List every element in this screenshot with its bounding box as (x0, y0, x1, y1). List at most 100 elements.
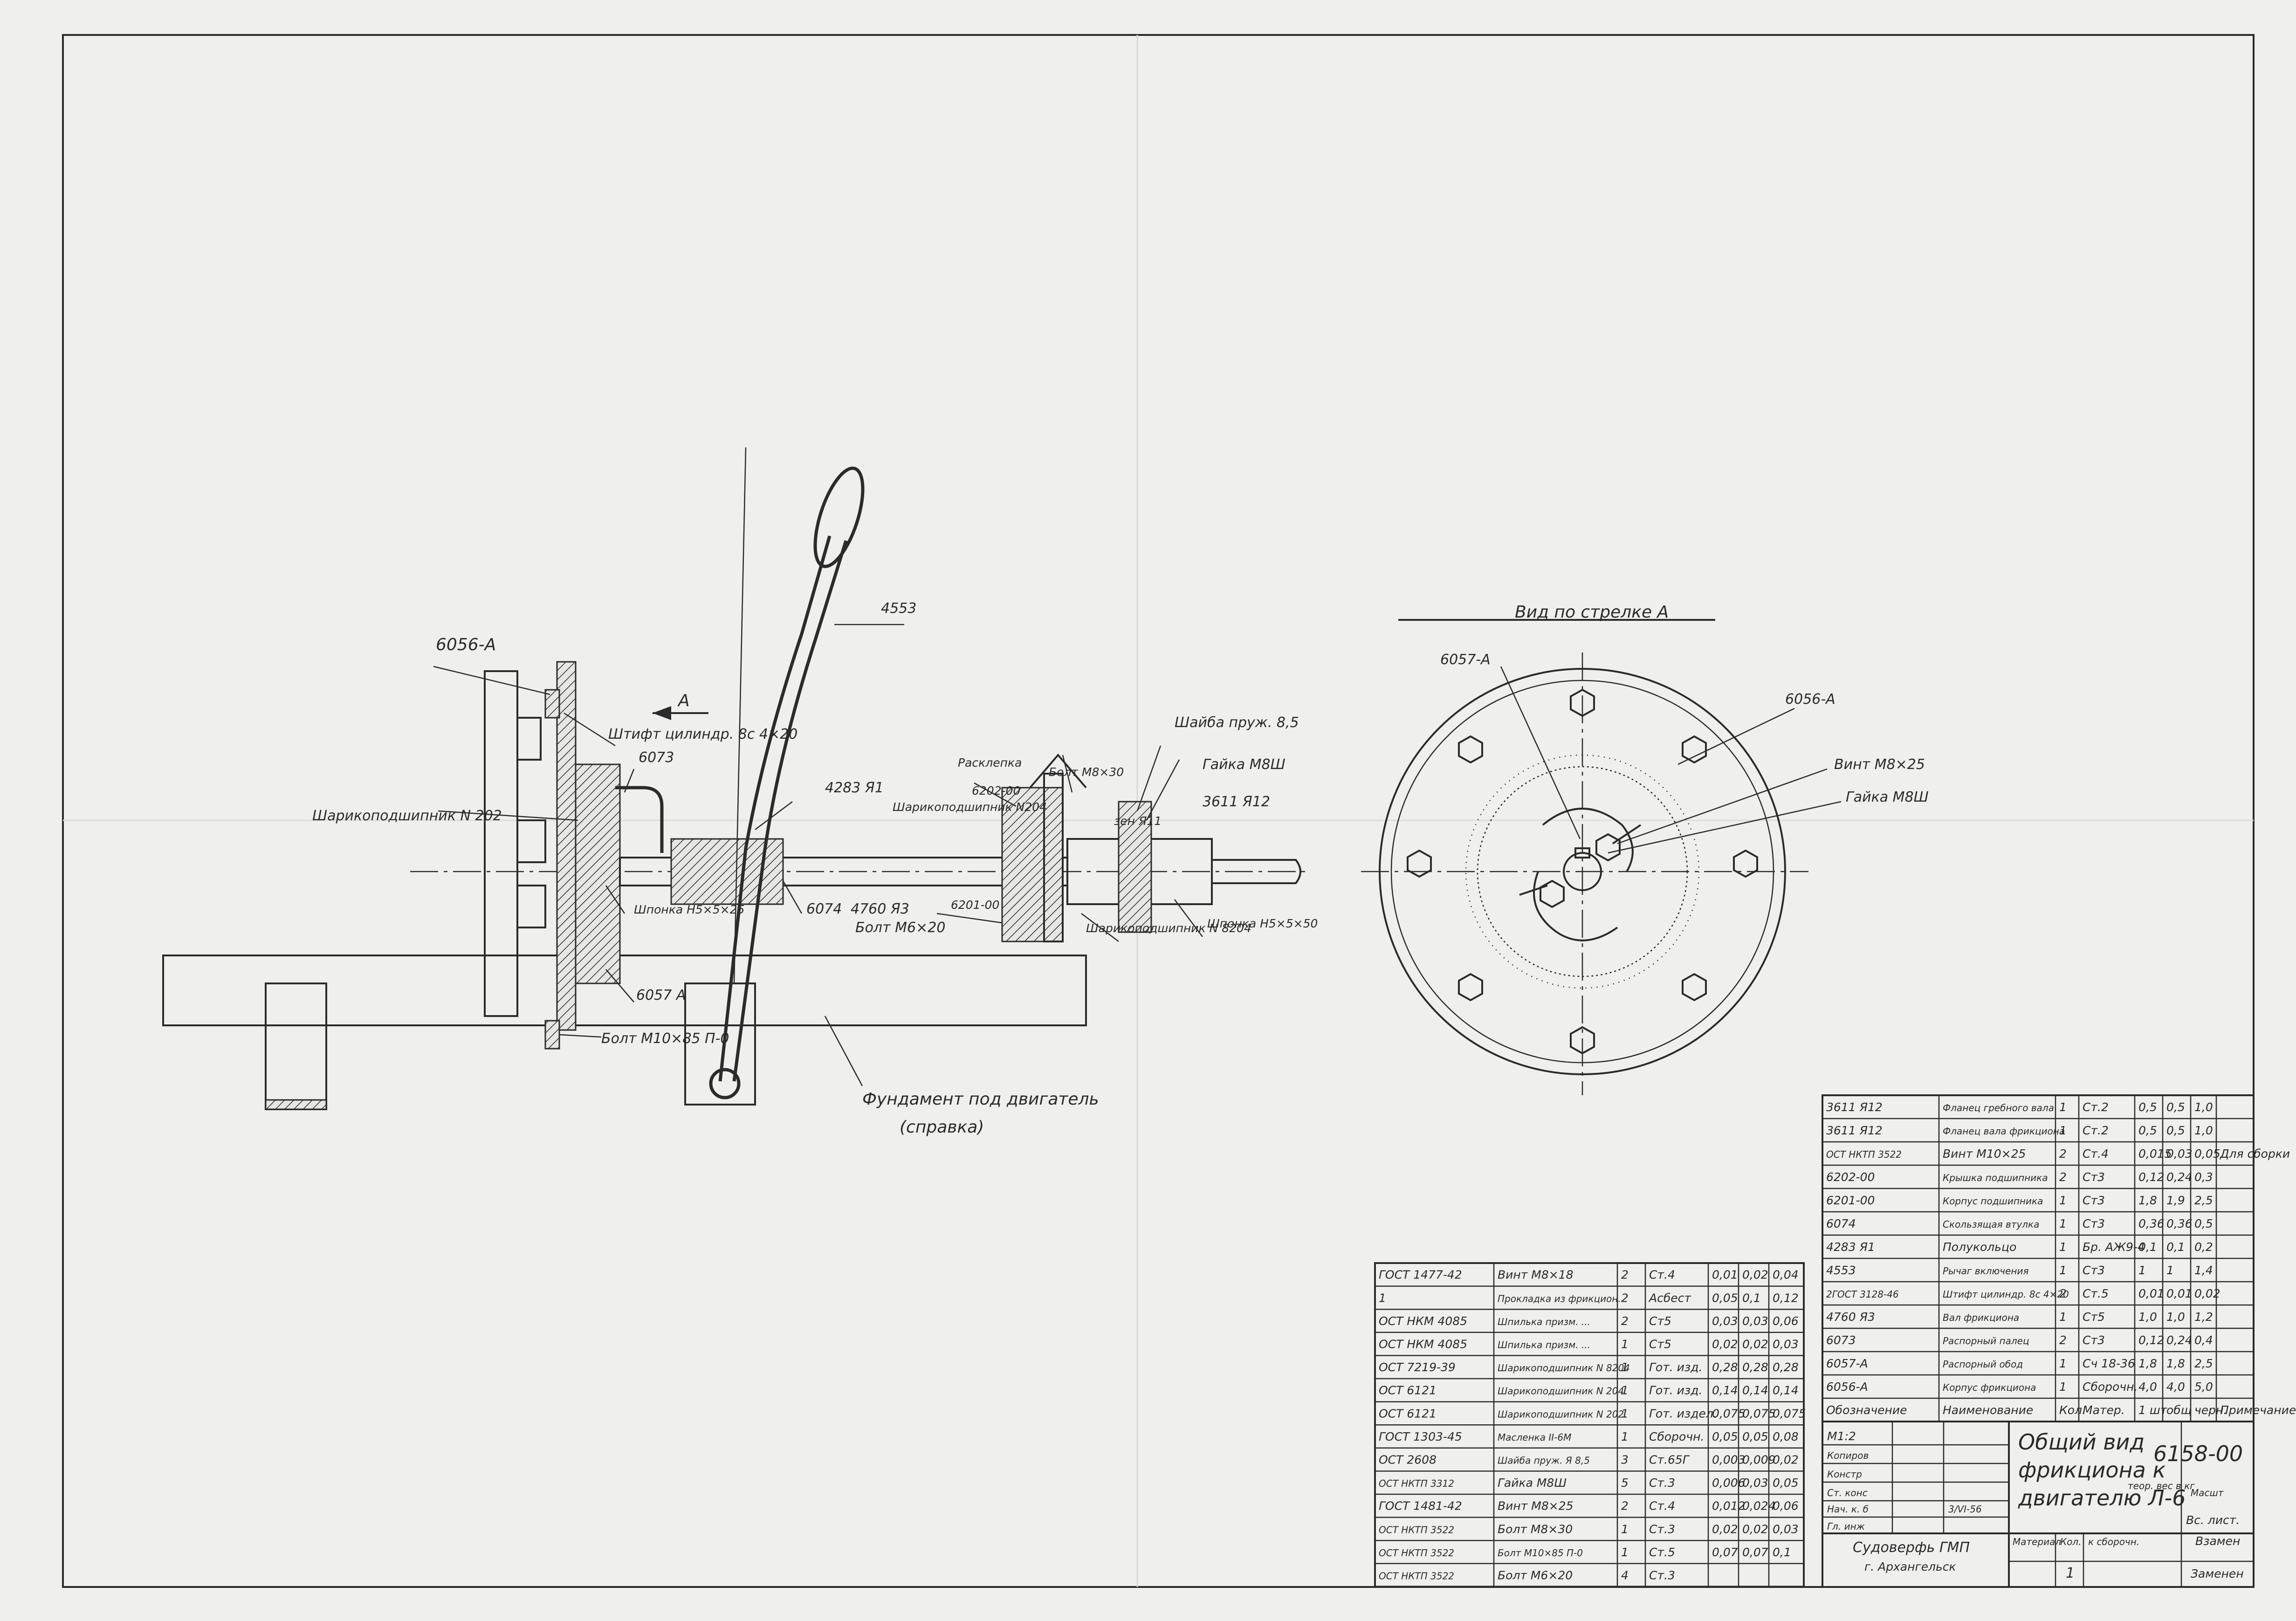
left-table-cell: Гот. изд. (1649, 1360, 1702, 1374)
right-table-cell: 2 (2059, 1287, 2067, 1300)
left-table-cell: Шайба пруж. Я 8,5 (1498, 1455, 1590, 1466)
bearing-housing (1001, 787, 1064, 942)
left-table-cell: Масленка II-6М (1498, 1432, 1571, 1443)
right-table-cell: Ст.5 (2083, 1287, 2109, 1300)
right-table-cell: Скользящая втулка (1943, 1219, 2039, 1230)
right-table-cell: Ст.2 (2083, 1124, 2109, 1137)
right-table-header-cell: Примечание (2220, 1403, 2296, 1417)
right-table-cell: 0,3 (2194, 1170, 2213, 1184)
drawing-title-line1: Общий вид (2018, 1429, 2145, 1455)
right-table-cell: 5,0 (2194, 1380, 2213, 1394)
left-table-cell: 0,02 (1712, 1338, 1738, 1351)
right-table-cell: 1 (2166, 1264, 2174, 1277)
lever-pivot (709, 1068, 741, 1099)
left-table-cell: 1 (1621, 1384, 1629, 1397)
title-role: Констр (1827, 1469, 1862, 1480)
sheet-border (62, 34, 2255, 1588)
left-table-cell: 0,05 (1712, 1430, 1738, 1443)
left-table-cell: Ст.3 (1649, 1476, 1675, 1490)
lever-stand (684, 982, 756, 1106)
label-nut-view: Гайка М8Ш (1846, 789, 1929, 805)
left-table-cell: 0,02 (1742, 1268, 1768, 1282)
left-table-cell: 0,006 (1712, 1476, 1746, 1490)
label-6202: 6202-00 (972, 784, 1020, 797)
left-table-cell: 0,28 (1742, 1360, 1768, 1374)
right-table-cell: 0,05 (2194, 1147, 2220, 1161)
left-table-cell: 0,009 (1742, 1453, 1776, 1467)
right-table-cell: 0,24 (2166, 1170, 2193, 1184)
right-table-cell: Фланец гребного вала (1943, 1102, 2054, 1113)
label-key-small: Шпонка Н5×5×25 (634, 903, 744, 916)
right-table-cell: 1 (2059, 1124, 2067, 1137)
drawing-title-line3: двигателю Л-6 (2018, 1485, 2186, 1511)
left-table-cell: 0,03 (1712, 1314, 1738, 1328)
label-bearing-202: Шарикоподшипник N 202 (312, 808, 502, 824)
left-table-cell: 0,075 (1712, 1407, 1746, 1420)
label-foundation-note: (справка) (900, 1118, 984, 1137)
right-table-cell: Полукольцо (1943, 1240, 2016, 1254)
label-6201: 6201-00 (951, 898, 999, 912)
right-table-cell: 0,36 (2138, 1217, 2165, 1230)
left-table-cell: 0,08 (1773, 1430, 1799, 1443)
left-table-cell: 0,02 (1773, 1453, 1799, 1467)
left-table-cell: 0,05 (1773, 1476, 1799, 1490)
org-line2: г. Архангельск (1864, 1560, 1956, 1573)
left-table-cell: Ст5 (1649, 1338, 1671, 1351)
foundation-support-hatch (265, 1099, 327, 1110)
left-table-cell: 0,03 (1773, 1522, 1799, 1536)
left-table-cell: Гот. изд. (1649, 1384, 1702, 1397)
right-table-cell: 6074 (1826, 1217, 1856, 1230)
right-table-cell: Ст.2 (2083, 1100, 2109, 1114)
left-table-cell: 0,075 (1742, 1407, 1776, 1420)
right-table-cell: 6201-00 (1826, 1194, 1875, 1207)
left-table-cell: 1 (1621, 1430, 1629, 1443)
bolt-head (544, 1020, 560, 1050)
flange-step (516, 885, 546, 928)
right-table-cell: 0,5 (2166, 1100, 2185, 1114)
left-table-cell: 0,02 (1712, 1522, 1738, 1536)
left-table-cell: ОСТ НКМ 4085 (1379, 1314, 1467, 1328)
right-table-cell: 6056-А (1826, 1380, 1868, 1394)
title-qty: 1 (2066, 1565, 2075, 1581)
right-table-cell: 0,12 (2138, 1333, 2165, 1347)
left-table-cell: 5 (1621, 1476, 1629, 1490)
label-zen: зен Я11 (1114, 814, 1162, 828)
right-table-cell: 1 (2059, 1380, 2067, 1394)
right-table-cell: 0,02 (2194, 1287, 2220, 1300)
left-table-cell: Болт М8×30 (1498, 1522, 1573, 1536)
left-table-cell: Болт М6×20 (1498, 1569, 1573, 1582)
left-table-cell: Ст.3 (1649, 1569, 1675, 1582)
left-table-cell: ОСТ 6121 (1379, 1384, 1437, 1397)
right-table-header-cell: Наименование (1943, 1403, 2033, 1417)
left-table-cell: ОСТ НКТП 3522 (1379, 1524, 1454, 1535)
right-table-cell: Фланец вала фрикциона (1943, 1126, 2065, 1137)
right-table-cell: Вал фрикциона (1943, 1312, 2019, 1323)
right-table-cell: Бр. АЖ9-4 (2083, 1240, 2145, 1254)
right-table-cell: Штифт цилиндр. 8с 4×20 (1943, 1289, 2069, 1300)
left-table-cell: 0,28 (1773, 1360, 1799, 1374)
left-table-cell: Болт М10×85 П-0 (1498, 1547, 1583, 1559)
left-table-cell: 2 (1621, 1314, 1629, 1328)
right-table-cell: Сборочн. (2083, 1380, 2138, 1394)
drawing-number: 6158-00 (2153, 1441, 2243, 1466)
label-screw-view: Винт М8×25 (1834, 756, 1925, 773)
right-table-cell: ОСТ НКТП 3522 (1826, 1149, 1902, 1160)
right-table-cell: 0,2 (2194, 1240, 2213, 1254)
view-title: Вид по стрелке А (1515, 603, 1669, 622)
left-table-cell: Ст.4 (1649, 1268, 1675, 1282)
lever-4553-edge (732, 540, 848, 1082)
right-table-cell: 1,8 (2138, 1194, 2157, 1207)
left-table-cell: ОСТ 6121 (1379, 1407, 1437, 1420)
left-table-cell: 0,07 (1742, 1545, 1768, 1559)
right-table-cell: 2ГОСТ 3128-46 (1826, 1289, 1899, 1300)
left-table-cell: Ст.3 (1649, 1522, 1675, 1536)
left-table-cell: Ст5 (1649, 1314, 1671, 1328)
title-role: Ст. конс (1827, 1487, 1868, 1498)
lever-swing-line (733, 447, 747, 984)
left-table-cell: ОСТ НКТП 3312 (1379, 1478, 1454, 1489)
flange-bolts (1407, 688, 1758, 1055)
right-table-cell: 0,1 (2166, 1240, 2185, 1254)
right-table-cell: 4553 (1826, 1264, 1856, 1277)
right-table-cell: 1,4 (2194, 1264, 2213, 1277)
